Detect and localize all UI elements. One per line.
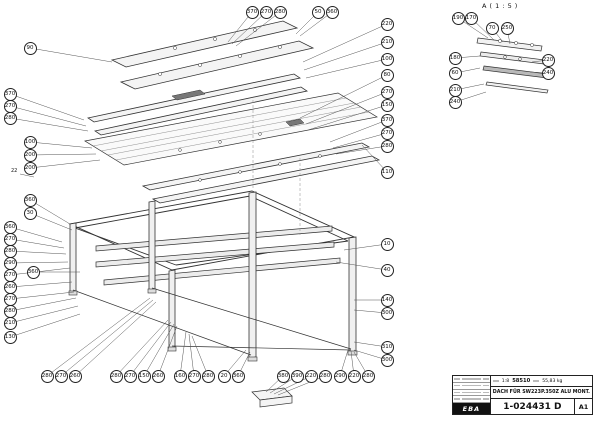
lower-slats [141, 142, 381, 204]
brackets [171, 89, 305, 127]
title-block-meta-row: 1:8 58510 55,83 kg [490, 376, 592, 387]
margin-note-arrow [19, 173, 35, 178]
revision-table: EBA [453, 376, 491, 414]
alignment-lines [252, 100, 301, 235]
item-number: 58510 [512, 378, 531, 384]
revision-row [453, 383, 490, 390]
frame-feet [68, 288, 358, 362]
title-block-main: 1:8 58510 55,83 kg DACH FÜR SW223P.350Z … [490, 376, 592, 414]
leader-lines [9, 11, 549, 396]
title-block: EBA 1:8 58510 55,83 kg DACH FÜR SW223P.3… [452, 375, 593, 415]
scale-value: 1:8 [501, 378, 510, 384]
detail-view-parts [476, 37, 549, 94]
margin-note: 22 [11, 168, 18, 174]
revision-row [453, 376, 490, 383]
drawing-number: 1-024431 D [491, 399, 575, 414]
revision-row [453, 396, 490, 403]
mid-rails [86, 73, 309, 136]
revision-row [453, 390, 490, 397]
company-logo: EBA [453, 403, 490, 414]
roof-panel [84, 92, 378, 166]
bottom-rails [72, 287, 352, 356]
weight-value: 55,83 kg [542, 378, 563, 384]
sheet-format: A1 [578, 402, 589, 411]
drawing-title: DACH FÜR SW223P.350Z ALU MONT. [490, 387, 592, 399]
cross-bars [95, 225, 341, 286]
corner-bracket-part [251, 387, 293, 408]
detail-view-label: A ( 1 : 5 ) [482, 2, 518, 10]
